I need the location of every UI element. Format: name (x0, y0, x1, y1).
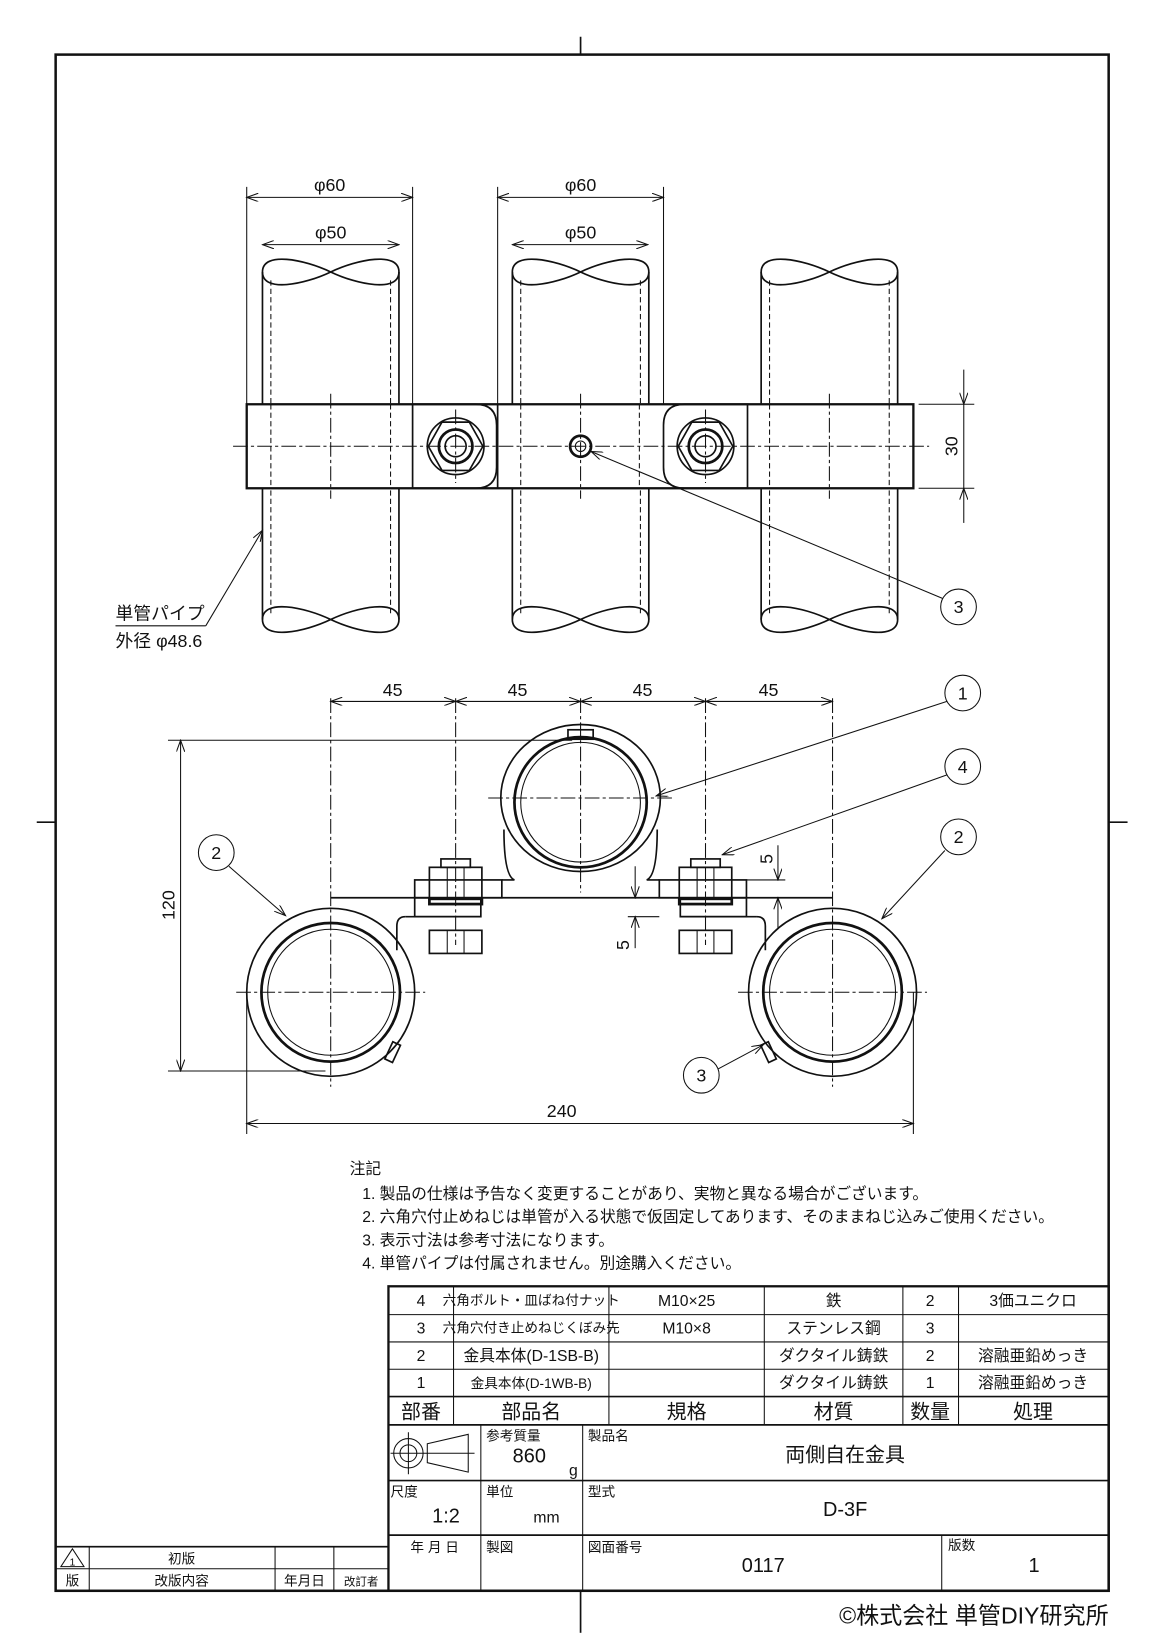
svg-text:4: 4 (958, 757, 968, 777)
pipe-label: 単管パイプ (115, 604, 204, 624)
balloon-3-front: 3 (682, 1056, 720, 1094)
scale-value: 1:2 (432, 1506, 460, 1528)
dim-height: 120 (158, 890, 178, 920)
dim-overall-width: 240 (547, 1101, 577, 1121)
svg-text:3: 3 (696, 1066, 706, 1086)
note-1: 1. 製品の仕様は予告なく変更することがあり、実物と異なる場合がございます。 (362, 1184, 928, 1203)
product-name: 両側自在金具 (785, 1444, 905, 1467)
svg-text:2: 2 (926, 1293, 935, 1310)
svg-text:ステンレス鋼: ステンレス鋼 (786, 1320, 880, 1338)
dim-phi50-left: φ50 (315, 222, 346, 242)
balloon-4: 4 (944, 748, 982, 785)
dim-phi60-center: φ60 (565, 175, 596, 195)
svg-text:1: 1 (958, 683, 968, 703)
svg-text:4: 4 (417, 1293, 426, 1310)
col-date: 年月日 (284, 1574, 325, 1589)
svg-text:数量: 数量 (910, 1401, 950, 1424)
dim-phi50-center: φ50 (565, 222, 596, 242)
drawn-label: 製図 (486, 1540, 513, 1555)
front-view: 45 45 45 45 120 240 5 5 1 4 2 2 3 (158, 674, 982, 1135)
balloon-2-right: 2 (940, 818, 977, 856)
product-name-label: 製品名 (588, 1429, 629, 1444)
col-version: 版 (66, 1574, 80, 1589)
drawing-number-label: 図面番号 (588, 1540, 642, 1555)
dim-pitch-3: 45 (633, 680, 653, 700)
dim-phi60-left: φ60 (314, 175, 345, 195)
svg-text:3: 3 (417, 1321, 426, 1338)
dim-pitch-4: 45 (759, 680, 779, 700)
dim-offset-right: 5 (757, 854, 777, 864)
svg-text:六角ボルト・皿ばね付ナット: 六角ボルト・皿ばね付ナット (443, 1293, 620, 1308)
mass-unit: g (569, 1462, 578, 1479)
svg-text:2: 2 (211, 843, 221, 863)
svg-text:ダクタイル鋳鉄: ダクタイル鋳鉄 (779, 1347, 889, 1365)
dim-offset-left: 5 (613, 940, 633, 950)
table-row: 2 金具本体(D-1SB-B) ダクタイル鋳鉄 2 溶融亜鉛めっき (417, 1347, 1089, 1365)
svg-text:3価ユニクロ: 3価ユニクロ (989, 1292, 1076, 1310)
parts-table: 4 六角ボルト・皿ばね付ナット M10×25 鉄 2 3価ユニクロ 3 六角穴付… (387, 1285, 1110, 1592)
edition-label: 版数 (948, 1538, 976, 1553)
dim-pitch-2: 45 (508, 680, 528, 700)
svg-text:金具本体(D-1WB-B): 金具本体(D-1WB-B) (471, 1376, 592, 1391)
table-row: 4 六角ボルト・皿ばね付ナット M10×25 鉄 2 3価ユニクロ (417, 1292, 1077, 1310)
note-2: 2. 六角穴付止めねじは単管が入る状態で仮固定してあります、そのままねじ込みご使… (362, 1208, 1054, 1226)
unit-value: mm (533, 1510, 559, 1527)
drawing-number: 0117 (742, 1555, 785, 1577)
note-4: 4. 単管パイプは付属されません。別途購入ください。 (362, 1254, 741, 1272)
notes: 注記 1. 製品の仕様は予告なく変更することがあり、実物と異なる場合がございます… (350, 1160, 1054, 1273)
note-3: 3. 表示寸法は参考寸法になります。 (362, 1231, 614, 1249)
revision-content: 初版 (168, 1550, 196, 1566)
revision-mark: 1 (70, 1558, 76, 1569)
third-angle-projection-icon (390, 1432, 475, 1475)
table-row: 1 金具本体(D-1WB-B) ダクタイル鋳鉄 1 溶融亜鉛めっき (417, 1374, 1089, 1392)
centering-marks (36, 36, 1128, 1633)
model-label: 型式 (588, 1484, 616, 1499)
revision-block: 1 初版 版 改版内容 年月日 改訂者 (54, 1545, 390, 1592)
svg-text:溶融亜鉛めっき: 溶融亜鉛めっき (978, 1347, 1088, 1365)
col-reviser: 改訂者 (344, 1575, 379, 1589)
balloon-3-top: 3 (954, 597, 964, 617)
dim-pitch-1: 45 (383, 680, 403, 700)
svg-text:材質: 材質 (814, 1401, 854, 1424)
svg-text:2: 2 (954, 827, 964, 847)
svg-text:金具本体(D-1SB-B): 金具本体(D-1SB-B) (463, 1347, 598, 1365)
copyright: ©株式会社 単管DIY研究所 (839, 1602, 1109, 1628)
svg-text:1: 1 (417, 1375, 426, 1392)
mass-label: 参考質量 (486, 1428, 540, 1444)
edition-value: 1 (1029, 1555, 1040, 1577)
date-label: 年 月 日 (410, 1540, 458, 1555)
revision-triangle-icon (59, 1547, 85, 1568)
svg-text:M10×25: M10×25 (658, 1293, 716, 1310)
svg-text:M10×8: M10×8 (662, 1321, 711, 1338)
svg-text:六角穴付き止めねじくぼみ先: 六角穴付き止めねじくぼみ先 (443, 1320, 620, 1335)
svg-text:2: 2 (926, 1348, 935, 1365)
svg-text:3: 3 (926, 1321, 935, 1338)
scale-label: 尺度 (391, 1484, 419, 1499)
col-content: 改版内容 (154, 1573, 209, 1589)
pipe-outer-diameter: 外径 φ48.6 (115, 631, 202, 651)
notes-title: 注記 (350, 1160, 382, 1178)
svg-text:部番: 部番 (401, 1401, 441, 1424)
svg-text:2: 2 (417, 1348, 426, 1365)
svg-text:処理: 処理 (1013, 1401, 1053, 1424)
svg-text:規格: 規格 (667, 1401, 707, 1424)
top-view: φ60 φ50 φ60 φ50 30 単管パイプ 外径 φ48.6 3 (115, 175, 977, 651)
mass-value: 860 (513, 1446, 546, 1468)
unit-label: 単位 (486, 1484, 513, 1499)
balloon-2-left: 2 (197, 834, 235, 872)
svg-text:鉄: 鉄 (826, 1292, 842, 1310)
svg-text:1: 1 (926, 1375, 935, 1392)
table-row: 3 六角穴付き止めねじくぼみ先 M10×8 ステンレス鋼 3 (417, 1320, 935, 1338)
svg-text:部品名: 部品名 (501, 1401, 561, 1424)
svg-text:ダクタイル鋳鉄: ダクタイル鋳鉄 (779, 1374, 889, 1392)
balloon-1: 1 (944, 674, 982, 712)
table-header: 部番 部品名 規格 材質 数量 処理 (401, 1401, 1053, 1424)
svg-text:溶融亜鉛めっき: 溶融亜鉛めっき (978, 1374, 1088, 1392)
dim-band-width: 30 (941, 436, 961, 456)
model-value: D-3F (823, 1499, 867, 1521)
